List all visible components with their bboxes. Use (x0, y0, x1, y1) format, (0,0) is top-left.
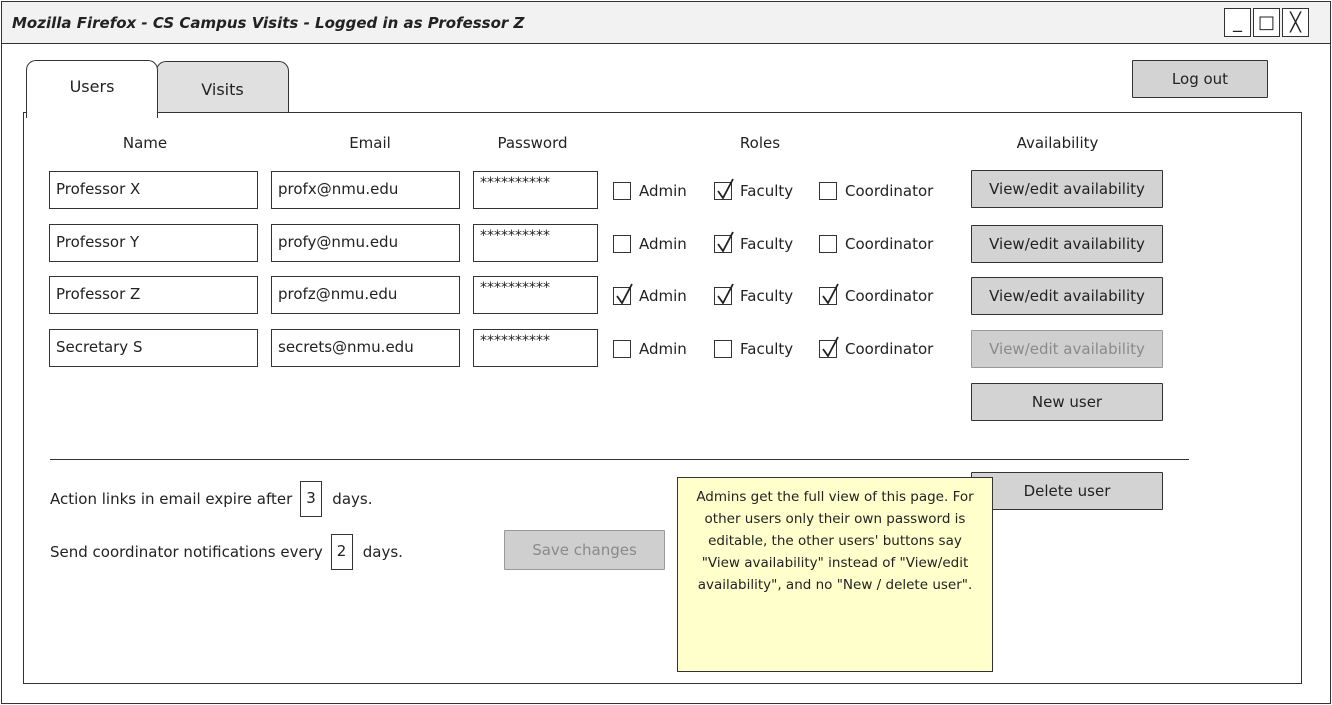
setting-notification-interval: Send coordinator notifications every 2 d… (50, 534, 403, 570)
role-label: Coordinator (845, 182, 934, 200)
delete-user-button[interactable]: Delete user (971, 472, 1163, 510)
coordinator-checkbox-box[interactable] (819, 336, 839, 358)
role-label: Faculty (740, 182, 794, 200)
close-button[interactable]: ╳ (1282, 8, 1309, 37)
header-availability: Availability (1016, 134, 1099, 152)
notification-suffix: days. (362, 543, 403, 561)
availability-button[interactable]: View/edit availability (971, 225, 1163, 263)
coordinator-checkbox[interactable]: Coordinator (819, 336, 934, 358)
coordinator-checkbox-box[interactable] (819, 235, 837, 253)
role-label: Admin (639, 340, 687, 358)
name-field[interactable]: Secretary S (49, 329, 258, 367)
maximize-button[interactable]: □ (1253, 8, 1280, 37)
availability-button[interactable]: View/edit availability (971, 330, 1163, 368)
password-field[interactable]: ********** (473, 276, 598, 314)
admin-checkbox-box[interactable] (613, 283, 633, 305)
role-label: Coordinator (845, 340, 934, 358)
faculty-checkbox[interactable]: Faculty (714, 283, 794, 305)
password-field[interactable]: ********** (473, 329, 598, 367)
email-field[interactable]: secrets@nmu.edu (271, 329, 460, 367)
faculty-checkbox[interactable]: Faculty (714, 231, 794, 253)
admin-checkbox[interactable]: Admin (613, 283, 687, 305)
tab-users[interactable]: Users (26, 60, 158, 118)
notification-prefix: Send coordinator notifications every (50, 543, 323, 561)
availability-button[interactable]: View/edit availability (971, 170, 1163, 208)
coordinator-checkbox-box[interactable] (819, 283, 839, 305)
admin-checkbox[interactable]: Admin (613, 235, 687, 253)
tab-visits-label: Visits (201, 80, 244, 99)
admin-checkbox[interactable]: Admin (613, 182, 687, 200)
link-expiry-suffix: days. (332, 490, 373, 508)
role-label: Coordinator (845, 235, 934, 253)
admin-checkbox[interactable]: Admin (613, 340, 687, 358)
role-label: Coordinator (845, 287, 934, 305)
annotation-note: Admins get the full view of this page. F… (677, 477, 993, 672)
faculty-checkbox-box[interactable] (714, 231, 734, 253)
admin-checkbox-box[interactable] (613, 235, 631, 253)
role-label: Admin (639, 235, 687, 253)
minimize-button[interactable]: _ (1224, 8, 1251, 37)
role-label: Admin (639, 287, 687, 305)
faculty-checkbox[interactable]: Faculty (714, 178, 794, 200)
new-user-button[interactable]: New user (971, 383, 1163, 421)
email-field[interactable]: profz@nmu.edu (271, 276, 460, 314)
email-field[interactable]: profy@nmu.edu (271, 224, 460, 262)
link-expiry-prefix: Action links in email expire after (50, 490, 293, 508)
coordinator-checkbox-box[interactable] (819, 182, 837, 200)
title-bar: Mozilla Firefox - CS Campus Visits - Log… (2, 2, 1330, 44)
link-expiry-input[interactable]: 3 (300, 481, 323, 517)
role-label: Admin (639, 182, 687, 200)
coordinator-checkbox[interactable]: Coordinator (819, 283, 934, 305)
header-roles: Roles (739, 134, 781, 152)
faculty-checkbox-box[interactable] (714, 283, 734, 305)
name-field[interactable]: Professor X (49, 171, 258, 209)
coordinator-checkbox[interactable]: Coordinator (819, 235, 933, 253)
header-name: Name (122, 134, 168, 152)
name-field[interactable]: Professor Y (49, 224, 258, 262)
header-password: Password (497, 134, 568, 152)
password-field[interactable]: ********** (473, 224, 598, 262)
tab-visits[interactable]: Visits (156, 61, 289, 117)
header-email: Email (349, 134, 391, 152)
email-field[interactable]: profx@nmu.edu (271, 171, 460, 209)
notification-interval-input[interactable]: 2 (330, 534, 353, 570)
name-field[interactable]: Professor Z (49, 276, 258, 314)
setting-link-expiry: Action links in email expire after 3 day… (50, 481, 372, 517)
role-label: Faculty (740, 235, 794, 253)
password-field[interactable]: ********** (473, 171, 598, 209)
faculty-checkbox-box[interactable] (714, 340, 732, 358)
coordinator-checkbox[interactable]: Coordinator (819, 182, 933, 200)
availability-button[interactable]: View/edit availability (971, 277, 1163, 315)
window-title: Mozilla Firefox - CS Campus Visits - Log… (12, 14, 525, 32)
save-changes-button[interactable]: Save changes (504, 530, 665, 570)
tab-users-label: Users (69, 77, 115, 96)
faculty-checkbox-box[interactable] (714, 178, 734, 200)
logout-button[interactable]: Log out (1132, 60, 1268, 98)
faculty-checkbox[interactable]: Faculty (714, 340, 793, 358)
admin-checkbox-box[interactable] (613, 340, 631, 358)
admin-checkbox-box[interactable] (613, 182, 631, 200)
role-label: Faculty (740, 287, 794, 305)
section-divider (50, 459, 1189, 460)
role-label: Faculty (740, 340, 794, 358)
